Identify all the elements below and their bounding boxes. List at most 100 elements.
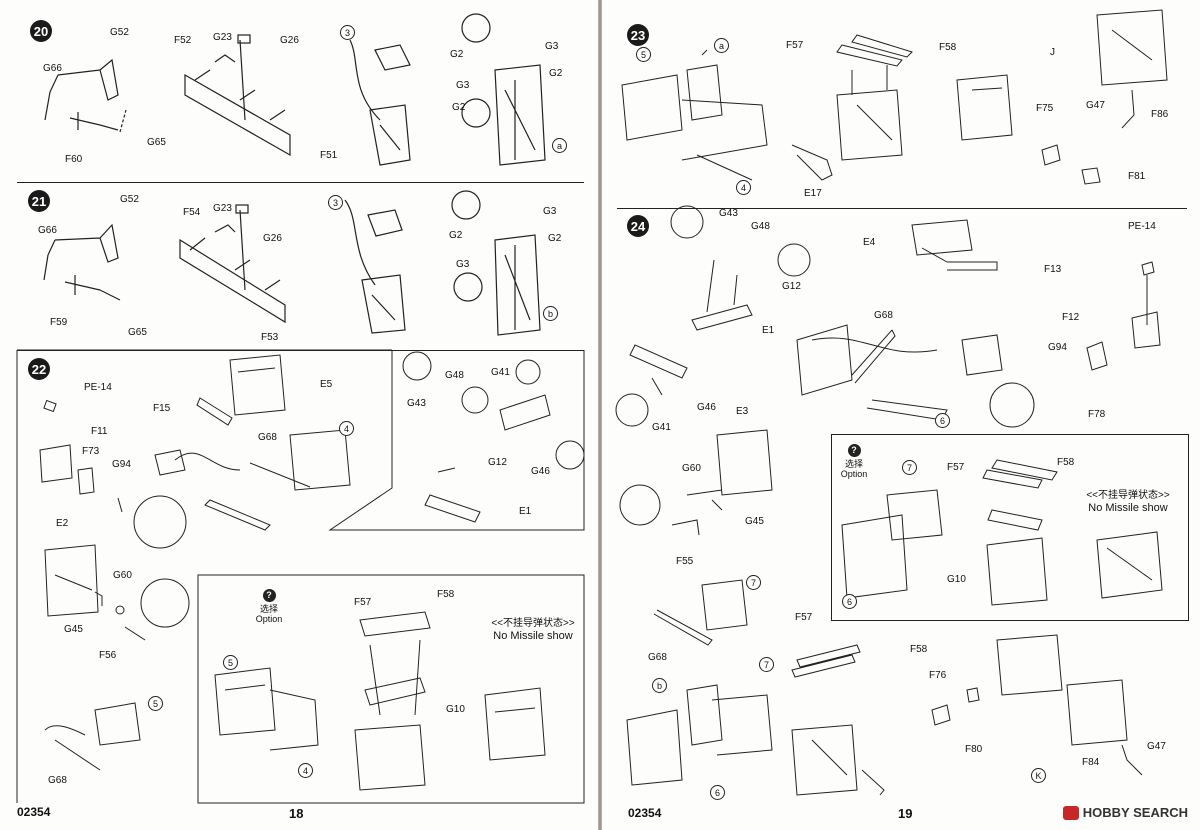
label-F73: F73 [82,446,100,457]
label-G2: G2 [548,233,562,244]
step-22-drawing [16,349,585,804]
label-E17: E17 [804,188,822,199]
step-24-option-drawing [841,459,1163,606]
ref-circle-5: 5 [148,696,163,711]
label-G68: G68 [48,775,67,786]
label-G65: G65 [147,137,166,148]
ref-circle-5: 5 [636,47,651,62]
label-E4: E4 [863,237,876,248]
label-G23: G23 [213,32,232,43]
label-F57: F57 [786,40,804,51]
label-J: J [1050,47,1055,58]
label-F60: F60 [65,154,83,165]
label-G52: G52 [110,27,129,38]
ref-circle-3: 3 [340,25,355,40]
label-G41: G41 [652,422,671,433]
step-number-23: 23 [627,24,649,46]
label-G2: G2 [549,68,563,79]
label-G94: G94 [1048,342,1067,353]
label-G3: G3 [456,80,470,91]
label-G3: G3 [543,206,557,217]
label-G2: G2 [450,49,464,60]
label-F51: F51 [320,150,338,161]
ref-circle-a: a [714,38,729,53]
label-G66: G66 [43,63,62,74]
label-E1: E1 [762,325,775,336]
label-G65: G65 [128,327,147,338]
label-E1: E1 [519,506,532,517]
label-G10: G10 [947,574,966,585]
option-text-cn: 选择 [844,459,863,469]
label-G48: G48 [445,370,464,381]
label-G68: G68 [648,652,667,663]
step-number-24: 24 [627,215,649,237]
label-F15: F15 [153,403,171,414]
label-F76: F76 [929,670,947,681]
label-G60: G60 [113,570,132,581]
no-missile-note-en: No Missile show [1088,502,1168,514]
option-marker: ? 选择 Option [834,444,874,479]
label-F86: F86 [1151,109,1169,120]
page-number: 18 [289,806,304,821]
question-icon: ? [262,589,276,602]
hobby-search-logo-icon [1062,805,1079,820]
product-code: 02354 [628,806,662,820]
no-missile-note-cn: <<不挂导弹状态>> [1086,490,1170,501]
step-24-option-box [831,434,1189,621]
step-number-20: 20 [30,20,52,42]
label-G45: G45 [745,516,764,527]
product-code: 02354 [17,805,51,819]
step-23-drawing [621,9,1168,185]
ref-circle-b: b [652,678,667,693]
label-F12: F12 [1062,312,1080,323]
label-F11: F11 [91,426,108,437]
label-E3: E3 [736,406,749,417]
label-F75: F75 [1036,103,1054,114]
label-F57: F57 [795,612,813,623]
left-page: 20 G52 G66 F60 G [0,0,598,830]
label-G48: G48 [751,221,770,232]
label-G2: G2 [449,230,463,241]
step-23-panel [617,12,1187,209]
label-F58: F58 [939,42,957,53]
label-G23: G23 [213,203,232,214]
no-missile-note: <<不挂导弹状态>> No Missile show [488,618,578,642]
right-page: 23 F57 F58 E17 J G47 F86 F75 F81 5 a 4 2… [602,0,1200,830]
ref-circle-7: 7 [902,460,917,475]
label-G3: G3 [456,259,470,270]
ref-circle-5: 5 [223,655,238,670]
ref-circle-7: 7 [759,657,774,672]
label-F56: F56 [99,650,117,661]
question-icon: ? [847,444,861,457]
ref-circle-6: 6 [710,785,725,800]
label-PE-14: PE-14 [1128,221,1156,232]
label-E2: E2 [56,518,69,529]
step-20-panel [17,15,584,183]
label-G2: G2 [452,102,466,113]
step-21-drawing [43,190,541,336]
label-F59: F59 [50,317,68,328]
ref-circle-4: 4 [339,421,354,436]
option-text-en: Option [840,469,868,479]
ref-circle-6: 6 [842,594,857,609]
option-text-cn: 选择 [259,604,278,614]
ref-circle-3: 3 [328,195,343,210]
label-F57: F57 [947,462,965,473]
ref-circle-4: 4 [298,763,313,778]
label-F55: F55 [676,556,694,567]
label-G43: G43 [719,208,738,219]
page-number: 19 [898,806,913,821]
label-G3: G3 [545,41,559,52]
step-number-21: 21 [28,190,50,212]
option-text-en: Option [255,614,283,624]
label-F54: F54 [183,207,201,218]
ref-circle-7: 7 [746,575,761,590]
label-G94: G94 [112,459,131,470]
label-F80: F80 [965,744,983,755]
label-PE-14: PE-14 [84,382,112,393]
label-G12: G12 [782,281,801,292]
label-G43: G43 [407,398,426,409]
label-F52: F52 [174,35,192,46]
label-E5: E5 [320,379,333,390]
label-F81: F81 [1128,171,1146,182]
